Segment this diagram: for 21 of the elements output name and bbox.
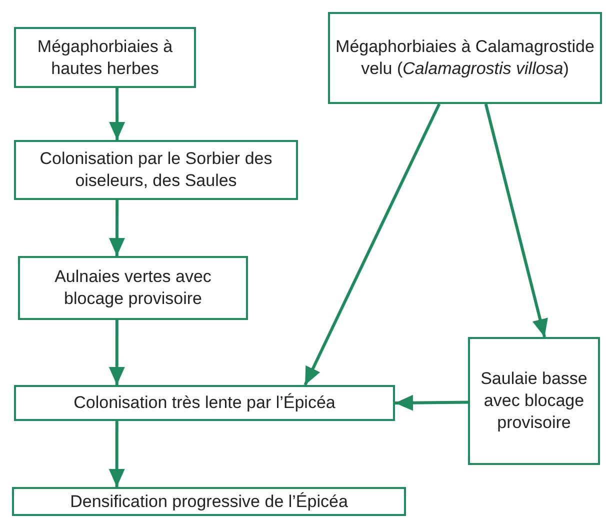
arrow bbox=[394, 394, 468, 411]
box-label: Colonisation par le Sorbier des oiseleurs, des Saules bbox=[38, 148, 274, 192]
box-label: Saulaie basse avec blocage provisoire bbox=[480, 368, 588, 434]
box-label: Densification progressive de l’Épicéa bbox=[70, 490, 348, 512]
box-label: Aulnaies vertes avec blocage provisoire bbox=[54, 266, 212, 310]
process-box bbox=[468, 337, 600, 465]
process-box bbox=[14, 27, 196, 88]
arrow bbox=[108, 421, 125, 487]
box-label: Mégaphorbiaies à hautes herbes bbox=[36, 36, 174, 80]
process-box bbox=[14, 140, 298, 200]
arrow bbox=[109, 88, 126, 140]
arrow bbox=[108, 320, 125, 385]
box-label: Colonisation très lente par l’Épicéa bbox=[74, 392, 336, 414]
process-box bbox=[12, 487, 406, 516]
arrow bbox=[304, 103, 441, 386]
process-box bbox=[18, 256, 248, 320]
arrow bbox=[108, 200, 125, 256]
box-label: Mégaphorbiaies à Calamagrostide velu (Calamagrostis villosa) bbox=[335, 36, 595, 80]
arrow bbox=[484, 104, 548, 338]
process-box bbox=[14, 385, 395, 421]
process-box bbox=[328, 12, 602, 104]
